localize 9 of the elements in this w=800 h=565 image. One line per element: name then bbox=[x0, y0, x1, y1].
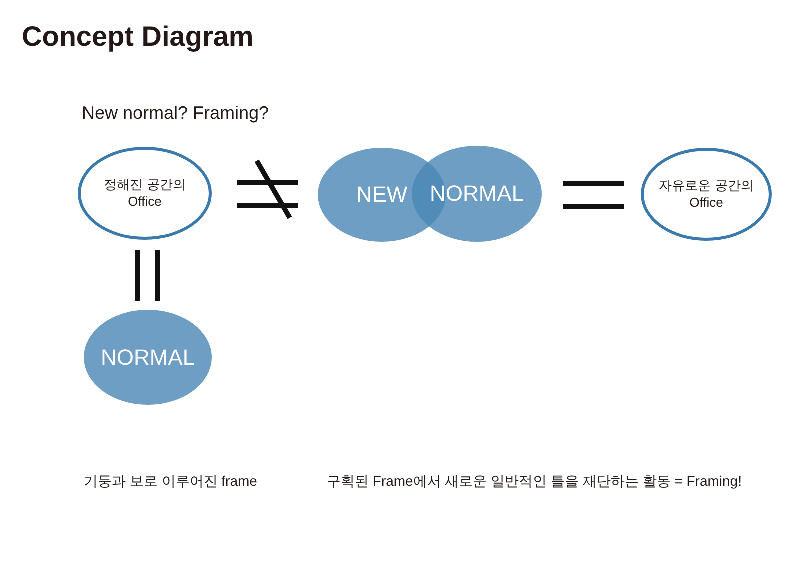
node-label: 정해진 공간의 Office bbox=[103, 177, 187, 210]
node-label: NORMAL bbox=[428, 180, 526, 208]
node-label: NEW bbox=[355, 181, 409, 209]
diagram-title: Concept Diagram bbox=[22, 20, 254, 54]
node-label: NORMAL bbox=[100, 344, 196, 372]
node-label: 자유로운 공간의 Office bbox=[658, 178, 755, 211]
caption-text: 구획된 Frame에서 새로운 일반적인 틀을 재단하는 활동 = Framing! bbox=[327, 472, 742, 491]
subtitle: New normal? Framing? bbox=[82, 102, 270, 125]
caption-text: 기둥과 보로 이루어진 frame bbox=[84, 472, 258, 491]
